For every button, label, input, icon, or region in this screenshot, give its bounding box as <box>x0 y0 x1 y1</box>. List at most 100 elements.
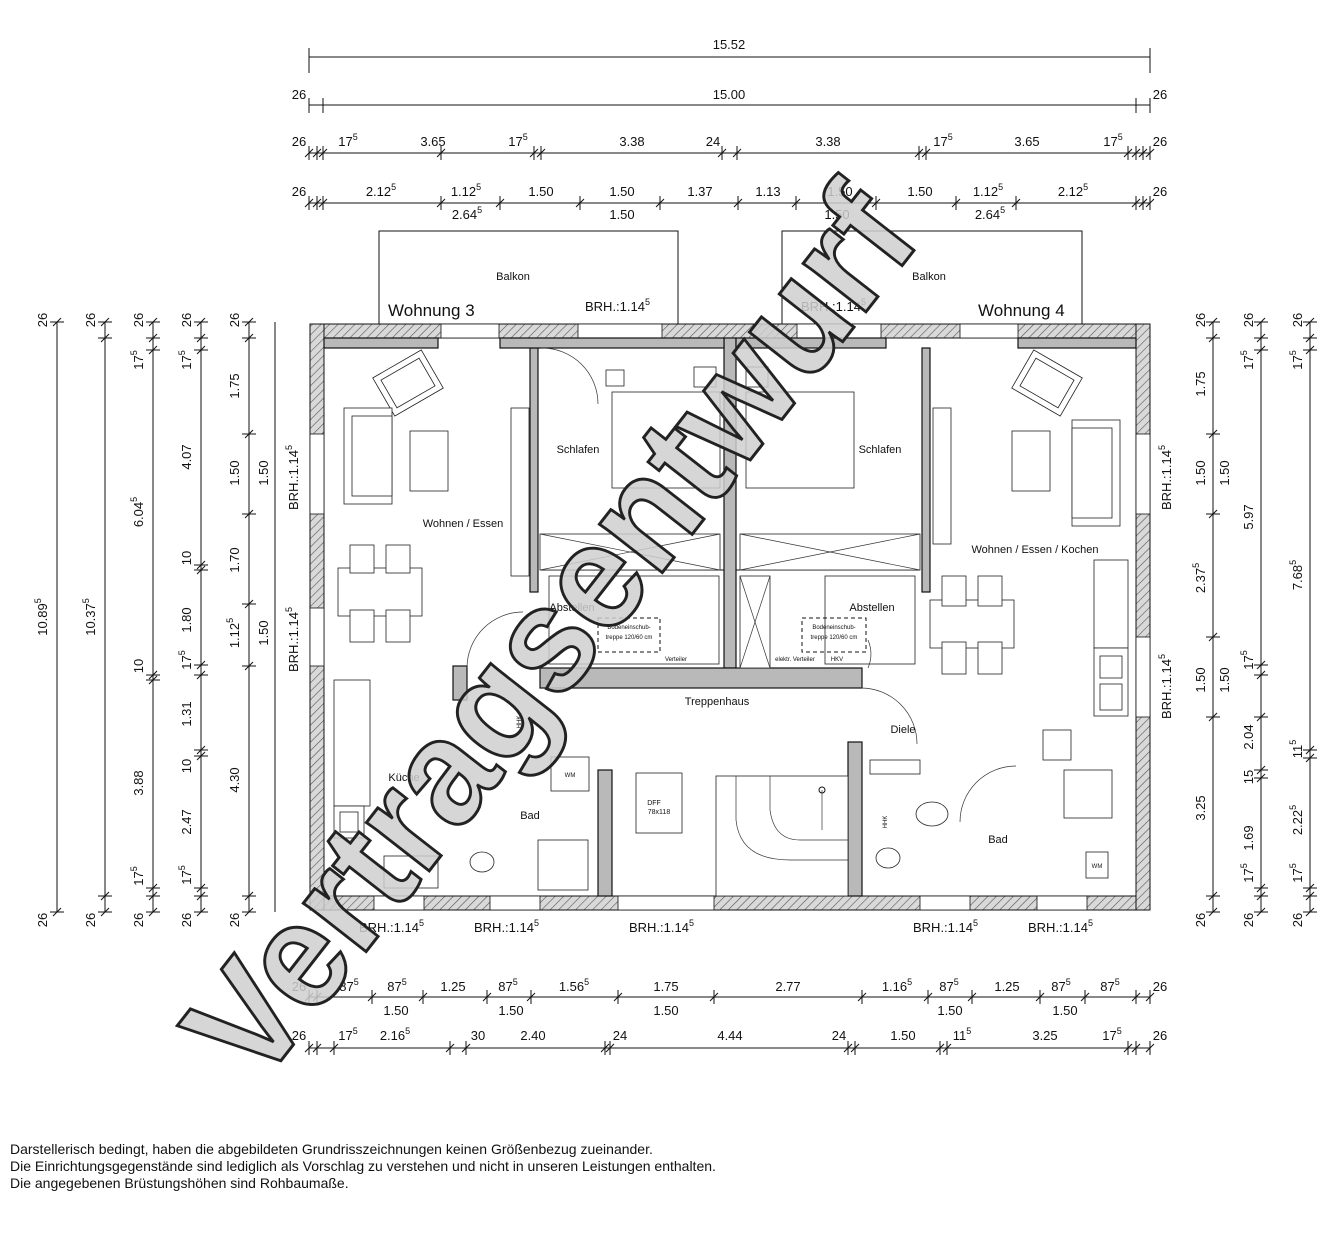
dim-left-c4-8: 2.47 <box>179 809 194 834</box>
dim-total-width: 15.52 <box>713 37 746 52</box>
dim-bot-r1b-0: 1.50 <box>383 1003 408 1018</box>
label-dff-size: 78x118 <box>648 809 671 816</box>
dim-top-r3-1: 175 <box>338 132 357 149</box>
dim-bot-r2-5: 24 <box>613 1028 627 1043</box>
dim-left-c4-2: 4.07 <box>179 444 194 469</box>
dim-top-r4-7: 1.50 <box>827 184 852 199</box>
svg-text:BRH.:1.145: BRH.:1.145 <box>913 918 978 935</box>
dim-top-r3-4: 3.38 <box>619 134 644 149</box>
dim-left-c4-5: 175 <box>177 650 194 669</box>
dim-inner-width: 15.00 <box>713 87 746 102</box>
dim-right-c1-1: 1.75 <box>1193 371 1208 396</box>
dim-top-r3-6: 3.38 <box>815 134 840 149</box>
dim-right-c2-6: 2.04 <box>1241 724 1256 749</box>
dim-right-c2-9: 175 <box>1239 863 1256 882</box>
right-dimensions: 261.751.502.3751.503.2526261751.505.9717… <box>1191 313 1317 927</box>
label-kueche: Küche <box>388 772 419 784</box>
dim-left-c5-3: 1.70 <box>227 547 242 572</box>
dim-top-r4-10: 2.125 <box>1058 182 1088 199</box>
dim-right-c3-0: 26 <box>1290 313 1305 327</box>
dim-bot-r2-4: 2.40 <box>520 1028 545 1043</box>
dim-top-r4-0: 26 <box>292 184 306 199</box>
dim-bot-r2-7: 24 <box>832 1028 846 1043</box>
dim-left-c6-0: 1.50 <box>256 460 271 485</box>
dim-left-c5-4: 1.125 <box>225 618 242 648</box>
brh-left-upper: BRH.:1.145 <box>284 445 301 510</box>
svg-text:BRH.:1.145: BRH.:1.145 <box>585 297 650 314</box>
label-wm-right: WM <box>1092 864 1103 870</box>
label-balkon-left: Balkon <box>496 271 530 283</box>
dim-top-r4-3: 1.50 <box>528 184 553 199</box>
dim-bot-r2-8: 1.50 <box>890 1028 915 1043</box>
dim-top-r4b-2: 1.50 <box>824 207 849 222</box>
dim-right-c2-10: 26 <box>1241 913 1256 927</box>
dim-top-r4-2: 1.125 <box>451 182 481 199</box>
dim-top-r3-9: 175 <box>1103 132 1122 149</box>
dim-top-r4-1: 2.125 <box>366 182 396 199</box>
dim-bot-r1b-3: 1.50 <box>937 1003 962 1018</box>
dim-left-c4-9: 175 <box>177 865 194 884</box>
dim-bot-r1-0: 26 <box>292 979 306 994</box>
dim-top-r3-3: 175 <box>508 132 527 149</box>
dim-top-r4-5: 1.37 <box>687 184 712 199</box>
dim-bot-r1-5: 1.565 <box>559 977 589 994</box>
dim-right-c2-2: 1.50 <box>1217 460 1232 485</box>
label-wohnen-left: Wohnen / Essen <box>423 518 504 530</box>
left-dimensions: 2610.895262610.37526261756.045103.881752… <box>33 313 276 927</box>
dim-right-c2-7: 15 <box>1241 770 1256 784</box>
dim-left-c3-5: 175 <box>129 866 146 885</box>
label-bad-right: Bad <box>988 834 1008 846</box>
dim-bot-r2-1: 175 <box>338 1026 357 1043</box>
dim-bot-r1-1: 875 <box>339 977 358 994</box>
brh-bottom-1: BRH.:1.145 <box>359 918 424 935</box>
dim-left-c3-4: 3.88 <box>131 770 146 795</box>
dim-left-c5-6: 26 <box>227 913 242 927</box>
dim-left-c5-5: 4.30 <box>227 767 242 792</box>
note-2: Die Einrichtungsgegenstände sind ledigli… <box>10 1158 716 1174</box>
dim-left-c2-1: 10.375 <box>81 598 98 636</box>
dim-top-r3-8: 3.65 <box>1014 134 1039 149</box>
brh-right-upper: BRH.:1.145 <box>1157 445 1174 510</box>
dim-bot-r2-9: 115 <box>953 1026 972 1043</box>
dim-left-c2-0: 26 <box>83 313 98 327</box>
label-wm-left: WM <box>565 773 576 779</box>
label-wohnung-3: Wohnung 3 <box>388 301 475 320</box>
label-balkon-right: Balkon <box>912 271 946 283</box>
dim-inner-left: 26 <box>292 87 306 102</box>
dim-left-c5-2: 1.50 <box>227 460 242 485</box>
dim-right-c2-0: 26 <box>1241 313 1256 327</box>
label-treppenhaus: Treppenhaus <box>685 696 750 708</box>
dim-top-r4-8: 1.50 <box>907 184 932 199</box>
brh-bottom-2: BRH.:1.145 <box>474 918 539 935</box>
svg-text:BRH.:1.145: BRH.:1.145 <box>1028 918 1093 935</box>
note-1: Darstellerisch bedingt, haben die abgebi… <box>10 1141 653 1157</box>
dim-bot-r1-10: 1.25 <box>994 979 1019 994</box>
label-bad-left: Bad <box>520 810 540 822</box>
dim-right-c1-6: 26 <box>1193 913 1208 927</box>
dim-bot-r1-7: 2.77 <box>775 979 800 994</box>
dim-bot-r1b-1: 1.50 <box>498 1003 523 1018</box>
dim-bot-r1b-4: 1.50 <box>1052 1003 1077 1018</box>
dim-bot-r1-11: 875 <box>1051 977 1070 994</box>
dim-left-c3-3: 10 <box>131 659 146 673</box>
dim-right-c3-6: 26 <box>1290 913 1305 927</box>
svg-text:BRH.:1.145: BRH.:1.145 <box>474 918 539 935</box>
dim-right-c3-1: 175 <box>1288 350 1305 369</box>
dim-left-c4-10: 26 <box>179 913 194 927</box>
dim-top-r3-7: 175 <box>933 132 952 149</box>
dim-bot-r1-2: 875 <box>387 977 406 994</box>
dim-bot-r1-12: 875 <box>1100 977 1119 994</box>
label-hhk-left: HHK <box>517 716 523 729</box>
dim-right-c2-3: 5.97 <box>1241 504 1256 529</box>
dim-top-r3-10: 26 <box>1153 134 1167 149</box>
dim-right-c1-3: 2.375 <box>1191 563 1208 593</box>
dim-inner-right: 26 <box>1153 87 1167 102</box>
dim-left-c4-0: 26 <box>179 313 194 327</box>
label-hkv: HKV <box>831 657 843 663</box>
svg-text:BRH.:1.145: BRH.:1.145 <box>801 297 866 314</box>
dim-left-c4-4: 1.80 <box>179 607 194 632</box>
dim-right-c2-8: 1.69 <box>1241 825 1256 850</box>
dim-top-r4b-1: 1.50 <box>609 207 634 222</box>
dim-left-c4-7: 10 <box>179 759 194 773</box>
dim-right-c3-3: 115 <box>1288 740 1305 759</box>
